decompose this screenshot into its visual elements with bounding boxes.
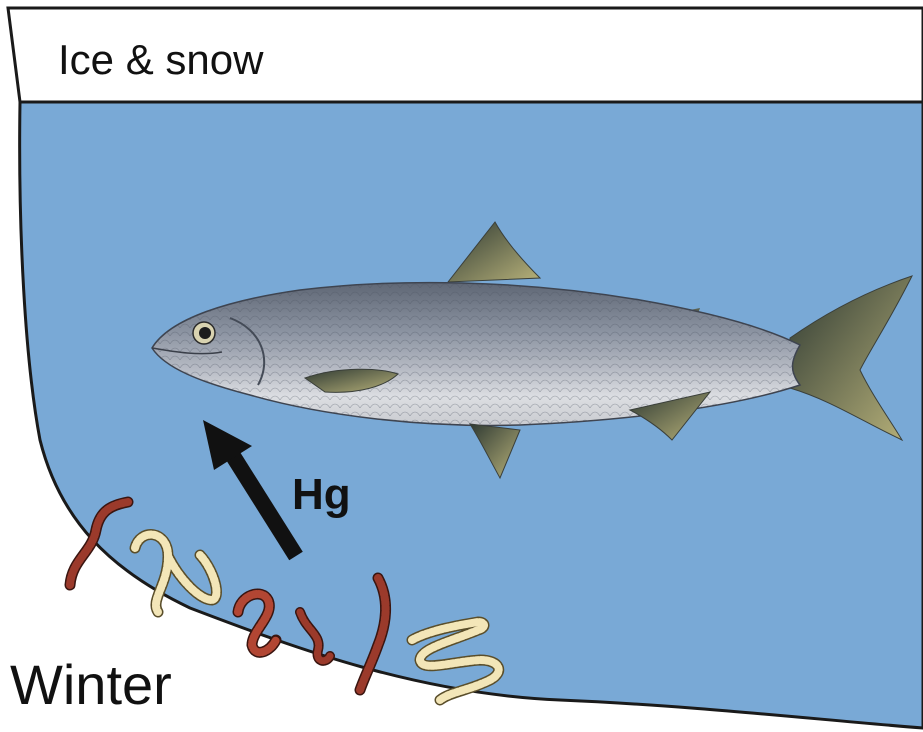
- season-label: Winter: [10, 652, 172, 717]
- hg-flux-label: Hg: [292, 470, 351, 520]
- ice-snow-label: Ice & snow: [58, 36, 263, 84]
